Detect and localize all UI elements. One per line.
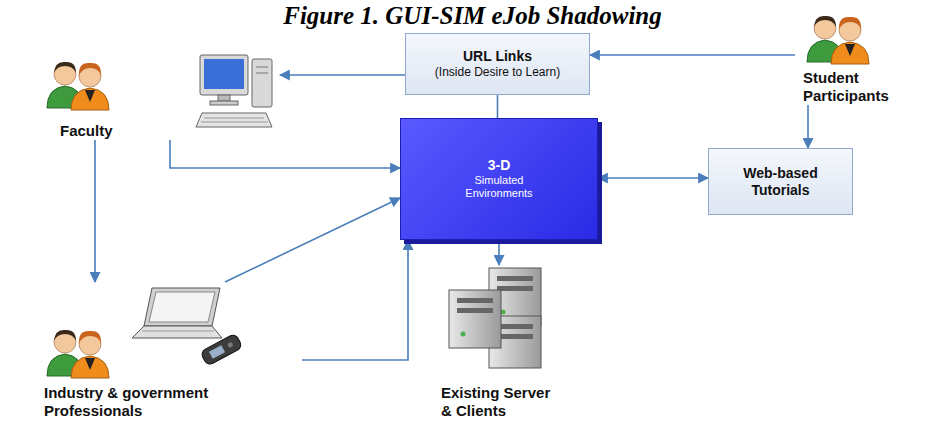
node-label: Web-based Tutorials bbox=[736, 165, 826, 199]
connector-arrow bbox=[598, 177, 708, 179]
server-group: Existing Server & Clients bbox=[435, 265, 575, 420]
node-label: Student Participants bbox=[803, 69, 907, 105]
process-box: Web-based Tutorials bbox=[708, 148, 853, 215]
people-icon bbox=[47, 330, 109, 378]
connector-arrow bbox=[225, 198, 400, 282]
connector-arrow bbox=[498, 240, 500, 265]
connector-arrow bbox=[170, 140, 400, 168]
people-icon bbox=[807, 16, 869, 64]
server-icon bbox=[449, 268, 541, 368]
node-label: URL Links bbox=[463, 48, 532, 65]
node-label: Faculty bbox=[60, 122, 113, 140]
process-box: URL Links(Inside Desire to Learn) bbox=[405, 33, 590, 95]
actor-group: Student Participants bbox=[795, 10, 907, 105]
actor-group: Faculty bbox=[40, 55, 280, 140]
connector-arrow bbox=[590, 54, 795, 56]
environment-box: 3-DSimulated Environments bbox=[400, 118, 598, 240]
actor-group: Industry & government Professionals bbox=[40, 282, 302, 420]
computer-icon bbox=[196, 55, 272, 127]
node-subtitle: Simulated Environments bbox=[452, 174, 547, 200]
figure-title: Figure 1. GUI-SIM eJob Shadowing bbox=[0, 2, 945, 30]
people-icon bbox=[47, 62, 109, 110]
connector-arrow bbox=[807, 105, 809, 148]
laptop-icon bbox=[132, 288, 222, 338]
node-label: 3-D bbox=[488, 157, 511, 174]
connector-arrow bbox=[497, 95, 499, 118]
node-label: Industry & government Professionals bbox=[44, 384, 224, 420]
phone-icon bbox=[200, 333, 243, 366]
connector-arrow bbox=[302, 240, 408, 360]
node-label: Existing Server & Clients bbox=[441, 384, 561, 420]
connector-arrow bbox=[94, 140, 96, 282]
node-subtitle: (Inside Desire to Learn) bbox=[435, 65, 560, 79]
connector-arrow bbox=[280, 74, 405, 76]
